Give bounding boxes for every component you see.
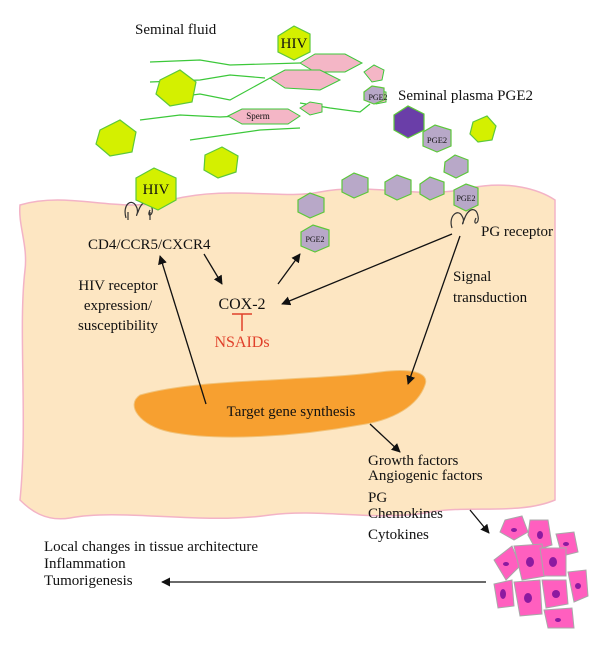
seminal-fluid-label: Seminal fluid: [135, 22, 217, 38]
product-chemokines: Chemokines: [368, 506, 443, 522]
product-growth-factors: Growth factors: [368, 453, 459, 469]
signal-transduction-line-1: Signal: [453, 269, 491, 285]
pge2-label-3: PGE2: [456, 194, 475, 203]
hiv-receptor-line-1: HIV receptor: [78, 278, 157, 294]
pge2-highlight: [393, 105, 425, 139]
arrow-pg-receptor-to-cox2: [281, 233, 453, 306]
sperm-heads: [226, 53, 387, 125]
cox2-label: COX-2: [218, 296, 265, 313]
arrow-nucleus-to-cd4: [158, 255, 207, 405]
arrow-cd4-to-cox2: [203, 253, 223, 285]
product-pg: PG: [368, 490, 387, 506]
signal-transduction-line-2: transduction: [453, 290, 528, 306]
cell-membrane: [18, 184, 556, 520]
hiv-top-label: HIV: [281, 36, 308, 52]
hiv-bound-label: HIV: [143, 182, 170, 198]
hiv-receptor-line-2: expression/: [84, 298, 153, 314]
outcome-tissue-architecture: Local changes in tissue architecture: [44, 539, 258, 555]
nucleus: [133, 370, 427, 438]
seminal-plasma-pge2-label: Seminal plasma PGE2: [398, 88, 533, 104]
product-cytokines: Cytokines: [368, 527, 429, 543]
receptor-coil-icon: [124, 201, 153, 220]
arrow-products-to-tumor: [469, 509, 490, 534]
cd4-ccr5-cxcr4-label: CD4/CCR5/CXCR4: [88, 237, 211, 253]
pge2-label-4: PGE2: [305, 235, 324, 244]
pge2-label-2: PGE2: [427, 135, 447, 145]
hiv-bound-particle: [135, 167, 177, 211]
arrow-pg-receptor-to-nucleus: [406, 235, 461, 385]
pg-receptor-label: PG receptor: [481, 224, 553, 240]
product-angiogenic-factors: Angiogenic factors: [368, 468, 483, 484]
nsaids-label: NSAIDs: [214, 334, 269, 351]
sperm-label: Sperm: [246, 111, 270, 121]
target-gene-synthesis-label: Target gene synthesis: [227, 404, 356, 420]
pge2-label-1: PGE2: [368, 93, 387, 102]
tumor-nuclei: [500, 528, 581, 622]
pge2-molecules: [297, 85, 479, 253]
outcome-inflammation: Inflammation: [44, 556, 126, 572]
arrow-nucleus-to-products: [369, 423, 401, 453]
receptor-coil-icon-pg: [450, 209, 479, 229]
hiv-receptor-line-3: susceptibility: [78, 318, 158, 334]
arrow-cox2-to-pge2: [277, 253, 301, 285]
arrows: [158, 233, 490, 587]
hiv-particles: [95, 25, 497, 179]
outcome-tumorigenesis: Tumorigenesis: [44, 573, 133, 589]
